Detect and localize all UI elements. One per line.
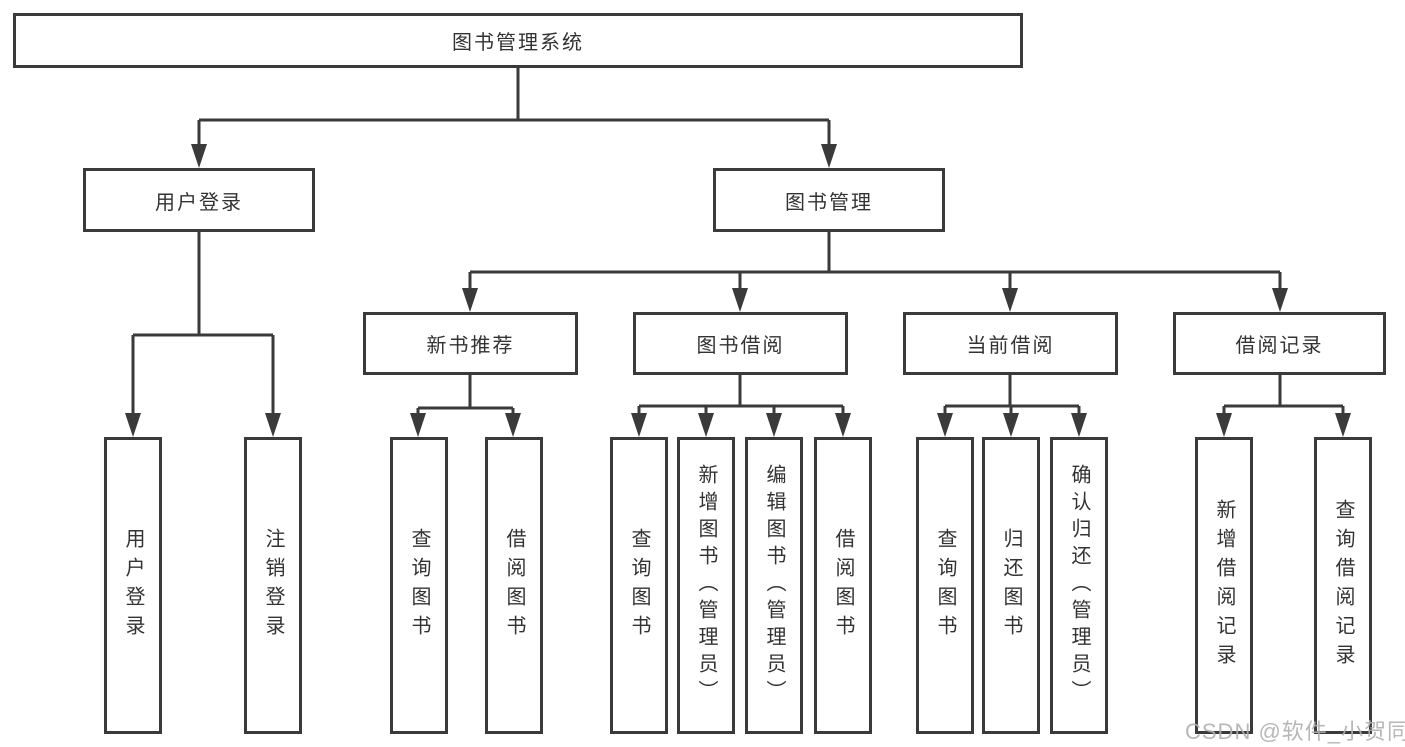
leaf-query-books-recommend: 查询图书 [390,437,448,734]
arrowhead-icon [937,413,953,437]
arrowhead-icon [766,413,782,437]
leaf-label: 确认归还（管理员） [1068,464,1090,707]
leaf-add-books-admin: 新增图书（管理员） [677,437,735,734]
arrowhead-icon [631,413,647,437]
leaf-query-borrow-record: 查询借阅记录 [1314,437,1372,734]
leaf-borrow-books-recommend: 借阅图书 [485,437,543,734]
csdn-watermark: CSDN @软件_小贺同学 [1185,719,1405,744]
leaf-add-borrow-record: 新增借阅记录 [1195,437,1253,734]
arrowhead-icon [835,413,851,437]
node-borrowing-records: 借阅记录 [1173,312,1386,375]
node-new-book-recommendation: 新书推荐 [363,312,578,375]
node-book-borrowing: 图书借阅 [633,312,848,375]
leaf-label: 注销登录 [262,527,284,644]
arrowheads [125,144,1351,437]
arrowhead-icon [125,413,141,437]
leaf-label: 查询图书 [408,527,430,644]
leaf-label: 查询借阅记录 [1332,498,1354,673]
leaf-confirm-return-admin: 确认归还（管理员） [1050,437,1108,734]
arrowhead-icon [821,144,837,168]
leaf-user-login: 用户登录 [104,437,162,734]
leaf-logout: 注销登录 [244,437,302,734]
arrowhead-icon [191,144,207,168]
leaf-label: 查询图书 [628,527,650,644]
node-current-borrowing: 当前借阅 [903,312,1118,375]
arrowhead-icon [1272,288,1288,312]
leaf-query-books-borrowing: 查询图书 [610,437,668,734]
leaf-borrow-books-borrowing: 借阅图书 [814,437,872,734]
node-library-management-system: 图书管理系统 [13,13,1023,68]
leaf-return-books: 归还图书 [982,437,1040,734]
leaf-label: 借阅图书 [503,527,525,644]
leaf-label: 新增图书（管理员） [695,464,717,707]
arrowhead-icon [1335,413,1351,437]
leaf-label: 新增借阅记录 [1213,498,1235,673]
arrowhead-icon [1216,413,1232,437]
leaf-label: 归还图书 [1000,527,1022,644]
leaf-label: 编辑图书（管理员） [763,464,785,707]
node-user-login: 用户登录 [83,168,315,232]
arrowhead-icon [732,288,748,312]
arrowhead-icon [1071,413,1087,437]
arrowhead-icon [505,413,521,437]
arrowhead-icon [265,413,281,437]
leaf-label: 查询图书 [934,527,956,644]
node-book-management: 图书管理 [713,168,945,232]
arrowhead-icon [698,413,714,437]
leaf-label: 借阅图书 [832,527,854,644]
arrowhead-icon [410,413,426,437]
leaf-edit-books-admin: 编辑图书（管理员） [745,437,803,734]
arrowhead-icon [1003,413,1019,437]
arrowhead-icon [462,288,478,312]
leaf-query-books-current: 查询图书 [916,437,974,734]
arrowhead-icon [1002,288,1018,312]
leaf-label: 用户登录 [122,527,144,644]
